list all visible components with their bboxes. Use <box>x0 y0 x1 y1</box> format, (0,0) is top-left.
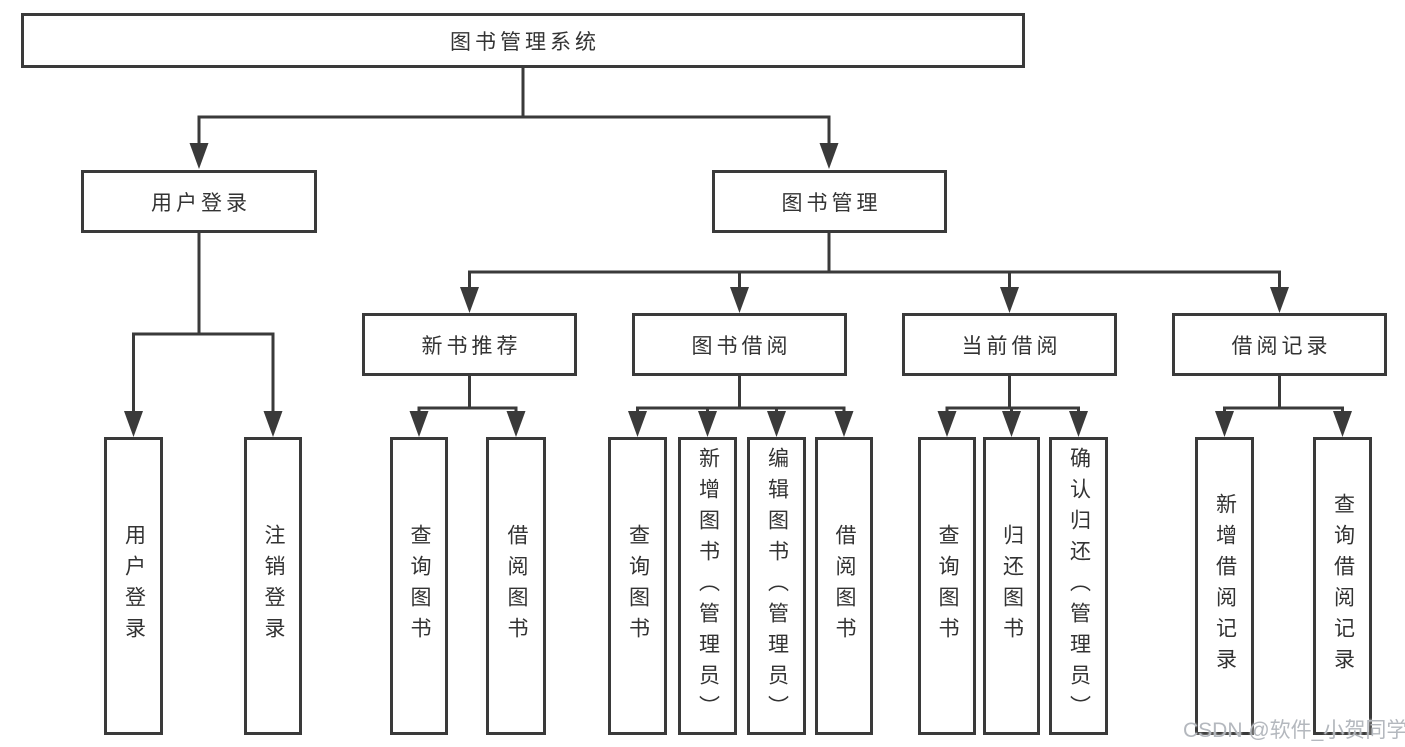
leaf-query-books-borrowing-label: 查询图书 <box>626 524 650 648</box>
leaf-user-login: 用户登录 <box>104 437 163 735</box>
node-book-management: 图书管理 <box>712 170 947 233</box>
leaf-add-book-admin: 新增图书（管理员） <box>678 437 737 735</box>
arrowhead-icon <box>628 411 647 437</box>
arrowhead-icon <box>189 143 209 169</box>
node-borrowing-records-label: 借阅记录 <box>1231 334 1332 358</box>
leaf-user-login-label: 用户登录 <box>122 524 146 648</box>
leaf-edit-book-admin: 编辑图书（管理员） <box>747 437 806 735</box>
node-user-login: 用户登录 <box>81 170 317 233</box>
node-borrowing-records: 借阅记录 <box>1172 313 1387 376</box>
node-user-login-label: 用户登录 <box>151 191 251 215</box>
arrowhead-icon <box>698 411 717 437</box>
arrowhead-icon <box>1000 287 1019 313</box>
node-current-borrowing-label: 当前借阅 <box>961 334 1062 358</box>
watermark: CSDN @软件_小贺同学 <box>1183 719 1405 742</box>
leaf-query-borrow-record-label: 查询借阅记录 <box>1331 493 1355 679</box>
node-book-borrowing: 图书借阅 <box>632 313 847 376</box>
leaf-borrow-books-borrowing-label: 借阅图书 <box>833 524 857 648</box>
arrowhead-icon <box>506 411 526 437</box>
leaf-return-books-label: 归还图书 <box>1000 524 1024 648</box>
arrowhead-icon <box>937 411 957 437</box>
leaf-query-books-borrowing: 查询图书 <box>608 437 667 735</box>
arrowhead-icon <box>819 143 839 169</box>
arrowhead-icon <box>730 287 749 313</box>
node-root: 图书管理系统 <box>21 13 1025 68</box>
leaf-query-books-recommend: 查询图书 <box>390 437 448 735</box>
leaf-borrow-books-recommend-label: 借阅图书 <box>505 524 529 648</box>
arrowhead-icon <box>1270 287 1289 313</box>
leaf-confirm-return-admin: 确认归还（管理员） <box>1049 437 1108 735</box>
node-book-management-label: 图书管理 <box>781 191 882 215</box>
leaf-add-book-admin-label: 新增图书（管理员） <box>696 446 720 726</box>
arrowhead-icon <box>1069 411 1088 437</box>
arrowhead-icon <box>460 287 479 313</box>
node-new-book-recommend-label: 新书推荐 <box>421 334 522 358</box>
node-new-book-recommend: 新书推荐 <box>362 313 577 376</box>
leaf-borrow-books-recommend: 借阅图书 <box>486 437 546 735</box>
arrowhead-icon <box>409 411 429 437</box>
leaf-add-borrow-record-label: 新增借阅记录 <box>1213 493 1237 679</box>
arrowhead-icon <box>263 411 283 437</box>
arrowhead-icon <box>1215 411 1234 437</box>
leaf-query-borrow-record: 查询借阅记录 <box>1313 437 1372 735</box>
leaf-borrow-books-borrowing: 借阅图书 <box>815 437 873 735</box>
leaf-query-books-current: 查询图书 <box>918 437 976 735</box>
leaf-query-books-recommend-label: 查询图书 <box>408 524 432 648</box>
leaf-add-borrow-record: 新增借阅记录 <box>1195 437 1254 735</box>
arrowhead-icon <box>767 411 786 437</box>
arrowhead-icon <box>124 411 143 437</box>
leaf-edit-book-admin-label: 编辑图书（管理员） <box>765 446 789 726</box>
leaf-query-books-current-label: 查询图书 <box>936 524 960 648</box>
leaf-logout-login: 注销登录 <box>244 437 302 735</box>
arrowhead-icon <box>834 411 854 437</box>
node-root-label: 图书管理系统 <box>450 30 600 54</box>
arrowhead-icon <box>1333 411 1352 437</box>
leaf-confirm-return-admin-label: 确认归还（管理员） <box>1067 446 1091 726</box>
node-current-borrowing: 当前借阅 <box>902 313 1117 376</box>
node-book-borrowing-label: 图书借阅 <box>691 334 792 358</box>
leaf-return-books: 归还图书 <box>983 437 1040 735</box>
leaf-logout-login-label: 注销登录 <box>262 524 286 648</box>
arrowhead-icon <box>1002 411 1021 437</box>
